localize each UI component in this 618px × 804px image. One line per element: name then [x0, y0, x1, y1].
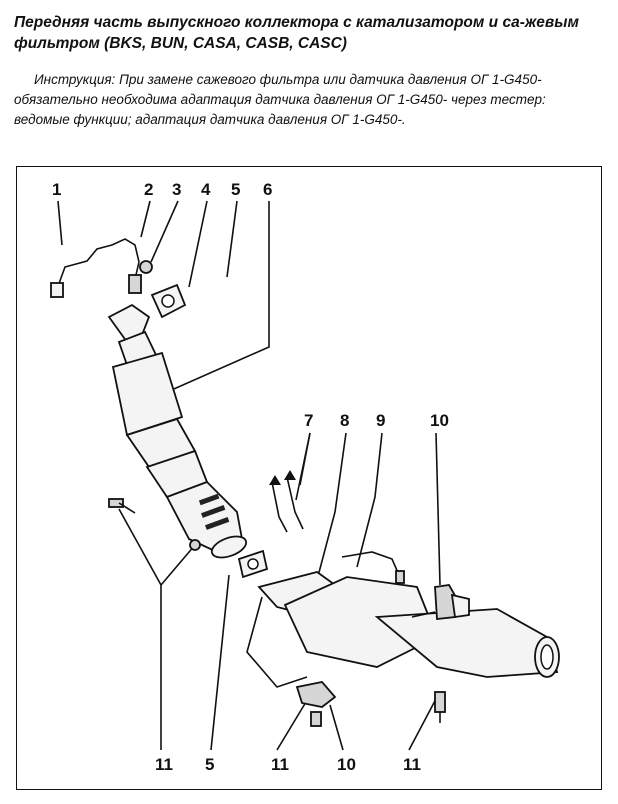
exhaust-diagram-frame: 1 2 3 4 5 6 7 8 9 10 11 5 11 10 11: [16, 166, 602, 790]
instruction-label: Инструкция:: [34, 72, 116, 87]
lambda-sensor: [50, 238, 142, 298]
callout-7: 7: [304, 411, 313, 430]
callout-5-bottom: 5: [205, 755, 214, 774]
nut-and-gasket: [139, 260, 187, 319]
catalytic-converter: [107, 303, 209, 499]
callout-3: 3: [172, 180, 181, 199]
callout-11-right: 11: [403, 755, 421, 774]
page-title: Передняя часть выпускного коллектора с к…: [14, 14, 579, 52]
pressure-sensor-wire: [341, 551, 405, 584]
instruction-paragraph: Инструкция: При замене сажевого фильтра …: [14, 70, 604, 130]
pressure-hoses: [269, 470, 304, 533]
callout-5-top: 5: [231, 180, 240, 199]
callout-1: 1: [52, 180, 61, 199]
callout-11-mid: 11: [271, 755, 289, 774]
callout-10-bottom: 10: [337, 755, 356, 774]
exhaust-pipe-and-silencer: [246, 571, 560, 688]
callout-2: 2: [144, 180, 153, 199]
bracket-lower: [295, 681, 446, 727]
callout-11-left: 11: [155, 755, 173, 774]
callout-6: 6: [263, 180, 272, 199]
exhaust-diagram: 1 2 3 4 5 6 7 8 9 10 11 5 11 10 11: [50, 180, 560, 774]
callout-4: 4: [201, 180, 211, 199]
bracket-upper: [411, 584, 470, 620]
instruction-text: При замене сажевого фильтра или датчика …: [14, 72, 546, 127]
callout-9: 9: [376, 411, 385, 430]
callout-10-top: 10: [430, 411, 449, 430]
bolts-and-gasket: [108, 498, 269, 579]
leader-lines: [57, 200, 441, 751]
callout-8: 8: [340, 411, 349, 430]
particulate-filter: [165, 480, 248, 559]
